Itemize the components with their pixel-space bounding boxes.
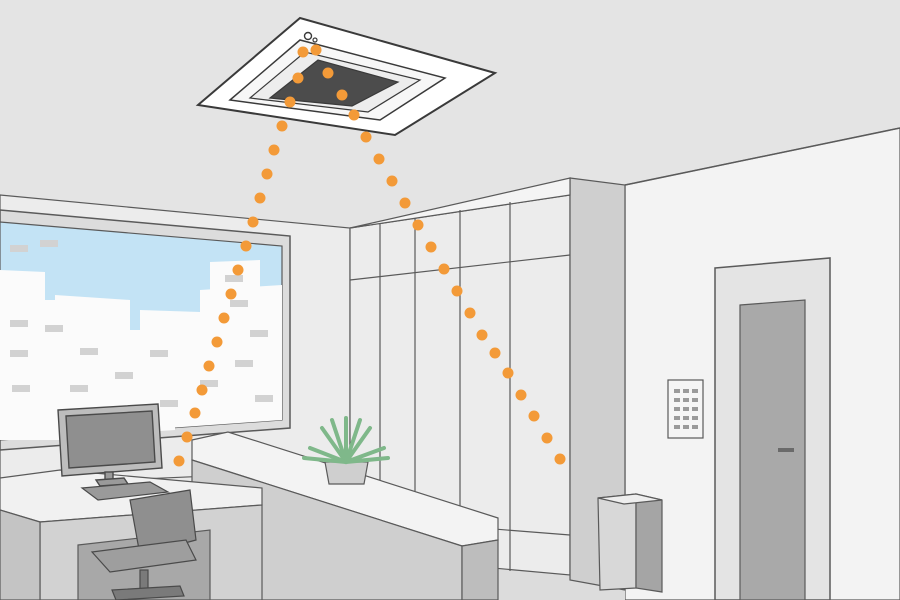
airflow-dot (412, 219, 424, 231)
airflow-dot (348, 109, 360, 121)
airflow-dot (254, 192, 266, 204)
airflow-dot (464, 307, 476, 319)
airflow-dot (502, 367, 514, 379)
airflow-dot (203, 360, 215, 372)
airflow-dot (297, 46, 309, 58)
airflow-dot (292, 72, 304, 84)
airflow-dot (322, 67, 334, 79)
door (714, 257, 831, 600)
airflow-dot (284, 96, 296, 108)
ceiling (0, 0, 900, 228)
airflow-dot (360, 131, 372, 143)
airflow-dot (247, 216, 259, 228)
airflow-dot (225, 288, 237, 300)
airflow-dot (451, 285, 463, 297)
airflow-dot (276, 120, 288, 132)
airflow-dot (438, 263, 450, 275)
computer-monitor (57, 403, 163, 487)
sensor-icon (303, 31, 313, 41)
potted-plant (302, 416, 390, 485)
airflow-dot (261, 168, 273, 180)
airflow-dot (528, 410, 540, 422)
airflow-dot (399, 197, 411, 209)
airflow-dot (554, 453, 566, 465)
wall-control-panel (667, 379, 704, 439)
airflow-dot (336, 89, 348, 101)
airflow-dot (310, 44, 322, 56)
office-window (0, 209, 291, 451)
airflow-dot (218, 312, 230, 324)
city-skyline (0, 260, 282, 440)
airflow-dot (173, 455, 185, 467)
airflow-dot (373, 153, 385, 165)
airflow-dot (240, 240, 252, 252)
door-handle-icon (778, 448, 794, 452)
airflow-dot (196, 384, 208, 396)
wall-cabinets (349, 177, 626, 591)
airflow-stream-right (322, 67, 566, 465)
office-chair (90, 489, 197, 600)
airflow-dot (489, 347, 501, 359)
airflow-stream-left (173, 44, 322, 467)
airflow-dot (386, 175, 398, 187)
airflow-dot (211, 336, 223, 348)
airflow-dot (181, 431, 193, 443)
airflow-dot (476, 329, 488, 341)
cassette-air-conditioner (195, 16, 498, 137)
airflow-dot (515, 389, 527, 401)
waste-bin (597, 493, 663, 593)
airflow-dot (232, 264, 244, 276)
airflow-dot (541, 432, 553, 444)
keyboard (80, 481, 170, 501)
airflow-dot (268, 144, 280, 156)
airflow-dot (425, 241, 437, 253)
airflow-dot (189, 407, 201, 419)
